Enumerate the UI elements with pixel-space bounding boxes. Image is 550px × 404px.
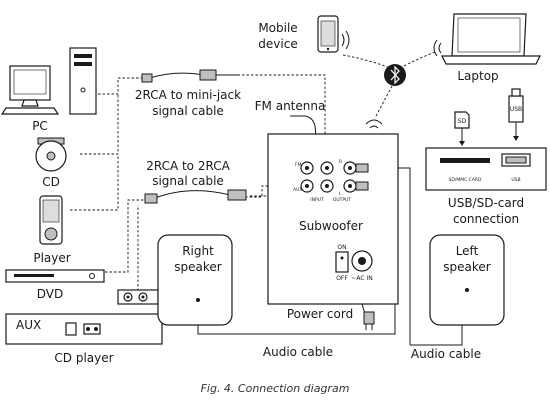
output-label: OUTPUT [333, 197, 352, 203]
laptop-icon [433, 13, 541, 65]
power-cord-label: Power cord [287, 307, 353, 321]
l-label: L [339, 191, 342, 197]
audio-cable-label-1: Audio cable [263, 345, 333, 359]
rca-plug-top-right [199, 69, 217, 81]
cable-2rca-2rca-label-2: signal cable [152, 174, 224, 188]
left-speaker-icon [429, 234, 505, 326]
rca-plug-middle-left [144, 193, 158, 204]
mobile-device-icon [317, 15, 350, 53]
mobile-device-label-2: device [258, 37, 297, 51]
cd-player-label: CD player [54, 351, 113, 365]
sd-icon-label: SD [458, 118, 467, 125]
aux-jack-label: AUX [293, 187, 302, 193]
fm-jack-label: FM [295, 162, 302, 168]
dvd-icon [5, 269, 105, 283]
fm-antenna-label: FM antenna [255, 99, 326, 113]
cable-2rca-minijack-label: 2RCA to mini-jack [135, 88, 241, 102]
cable-2rca-2rca-label: 2RCA to 2RCA [146, 159, 230, 173]
left-speaker-label: Left [456, 244, 479, 258]
input-label: INPUT [310, 197, 324, 203]
cd-player-icon [5, 289, 163, 345]
subwoofer-panel [267, 133, 399, 330]
on-label: ON [337, 244, 346, 251]
pc-icon [0, 47, 97, 115]
audio-cable-label-2: Audio cable [411, 347, 481, 361]
left-speaker-label-2: speaker [443, 260, 491, 274]
cd-icon [35, 137, 67, 172]
off-label: OFF [336, 275, 348, 282]
pc-label: PC [32, 119, 48, 133]
rca-plug-top-left [141, 73, 153, 83]
mobile-device-label: Mobile [258, 21, 297, 35]
right-speaker-label: Right [182, 244, 214, 258]
usb-sd-connection-label-2: connection [453, 212, 519, 226]
aux-label: AUX [16, 318, 41, 332]
r-label: R [339, 159, 342, 165]
sd-card-icon [454, 111, 470, 146]
laptop-label: Laptop [457, 69, 498, 83]
usb-port-label: USB [511, 177, 520, 183]
rca-plug-middle-right [227, 189, 247, 201]
wireless-signal-icon [365, 119, 383, 129]
usb-icon-label: USB [510, 106, 522, 113]
cable-2rca-minijack-label-2: signal cable [152, 104, 224, 118]
player-icon [39, 195, 63, 245]
usb-sd-panel [425, 147, 547, 191]
sd-mmc-card-label: SD/MMC CARD [449, 177, 483, 183]
player-label: Player [33, 251, 70, 265]
usb-sd-connection-label: USB/SD-card [448, 196, 524, 210]
right-speaker-icon [157, 234, 233, 326]
cd-label: CD [42, 175, 60, 189]
bluetooth-icon [384, 64, 406, 86]
usb-stick-icon [508, 88, 524, 141]
ac-in-label: ~AC IN [351, 275, 372, 282]
dvd-label: DVD [37, 287, 63, 301]
figure-caption: Fig. 4. Connection diagram [201, 382, 350, 395]
right-speaker-label-2: speaker [174, 260, 222, 274]
subwoofer-label: Subwoofer [299, 219, 363, 233]
